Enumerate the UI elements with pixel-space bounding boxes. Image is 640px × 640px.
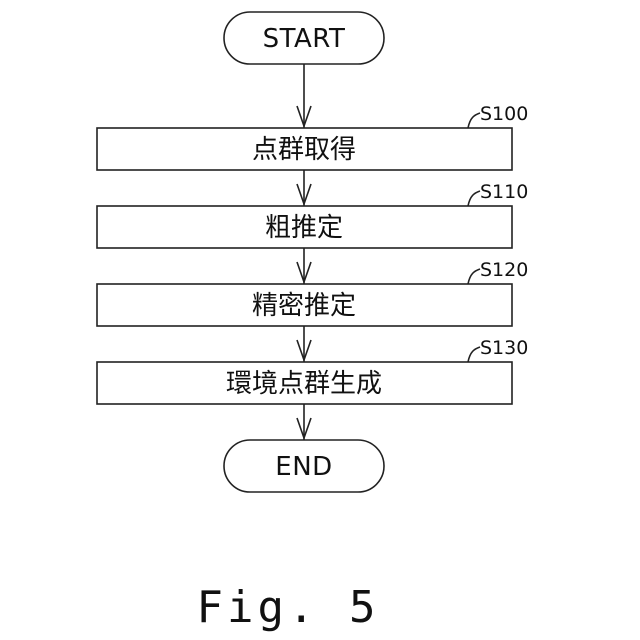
start-terminal: START — [224, 12, 384, 64]
process-box-s130: 環境点群生成 S130 — [97, 337, 528, 404]
end-terminal: END — [224, 440, 384, 492]
leader-s110 — [468, 191, 480, 206]
start-label: START — [263, 24, 346, 54]
connector-s120-s130 — [297, 326, 311, 362]
step-id-s120: S120 — [480, 259, 528, 281]
step-label-s110: 粗推定 — [265, 213, 343, 243]
connector-s100-s110 — [297, 170, 311, 206]
leader-s120 — [468, 269, 480, 284]
end-label: END — [275, 452, 332, 482]
connector-start-s100 — [297, 64, 311, 128]
step-label-s100: 点群取得 — [252, 135, 356, 165]
leader-s130 — [468, 347, 480, 362]
leader-s100 — [468, 113, 480, 128]
step-label-s120: 精密推定 — [252, 291, 356, 321]
connector-s110-s120 — [297, 248, 311, 284]
step-id-s100: S100 — [480, 103, 528, 125]
process-box-s120: 精密推定 S120 — [97, 259, 528, 326]
connector-s130-end — [297, 404, 311, 440]
step-id-s110: S110 — [480, 181, 528, 203]
step-label-s130: 環境点群生成 — [226, 369, 382, 399]
process-box-s100: 点群取得 S100 — [97, 103, 528, 170]
figure-caption: Fig. 5 — [197, 582, 380, 633]
step-id-s130: S130 — [480, 337, 528, 359]
process-box-s110: 粗推定 S110 — [97, 181, 528, 248]
